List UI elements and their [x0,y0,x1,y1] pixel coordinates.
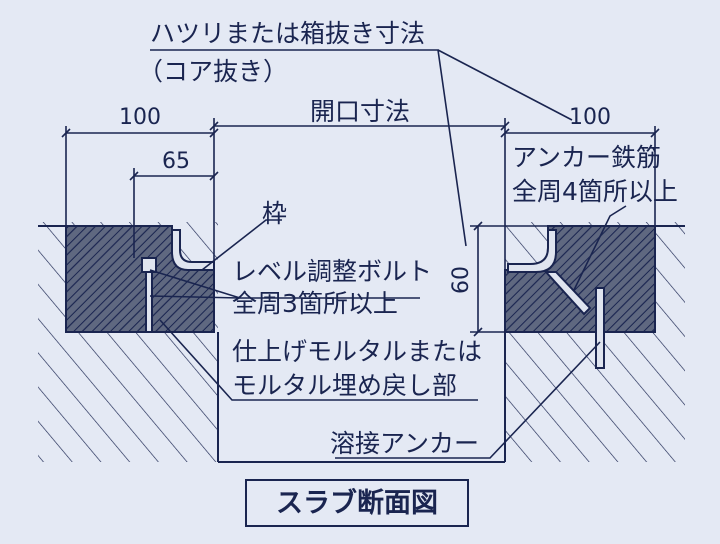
label-level-bolt-line1: レベル調整ボルト [232,257,432,286]
label-chipping-line1: ハツリまたは箱抜き寸法 [150,19,425,48]
dimension-ticks [61,121,660,337]
label-mortar-line2: モルタル埋め戻し部 [232,371,457,400]
label-anchor-rebar-line1: アンカー鉄筋 [512,143,661,172]
weld-anchor [543,271,605,369]
dim-left-width: 100 [119,105,161,130]
dim-right-width: 100 [569,105,611,130]
label-chipping-line2: （コア抜き） [138,57,288,86]
dim-frame-offset: 65 [162,149,190,174]
label-mortar-line1: 仕上げモルタルまたは [232,337,482,366]
label-anchor-rebar-line2: 全周4箇所以上 [512,177,678,206]
leader-lines [149,49,627,459]
title-box [245,479,469,527]
dimension-lines [65,118,656,333]
diagram-title: スラブ断面図 [276,487,438,519]
label-frame: 枠 [262,199,287,228]
level-bolt [141,257,157,333]
label-weld-anchor: 溶接アンカー [330,429,479,458]
dim-height: 60 [449,266,474,294]
dim-opening: 開口寸法 [310,97,410,126]
slab-outlines [38,225,685,463]
frame-right [507,229,557,273]
label-level-bolt-line2: 全周3箇所以上 [232,289,398,318]
